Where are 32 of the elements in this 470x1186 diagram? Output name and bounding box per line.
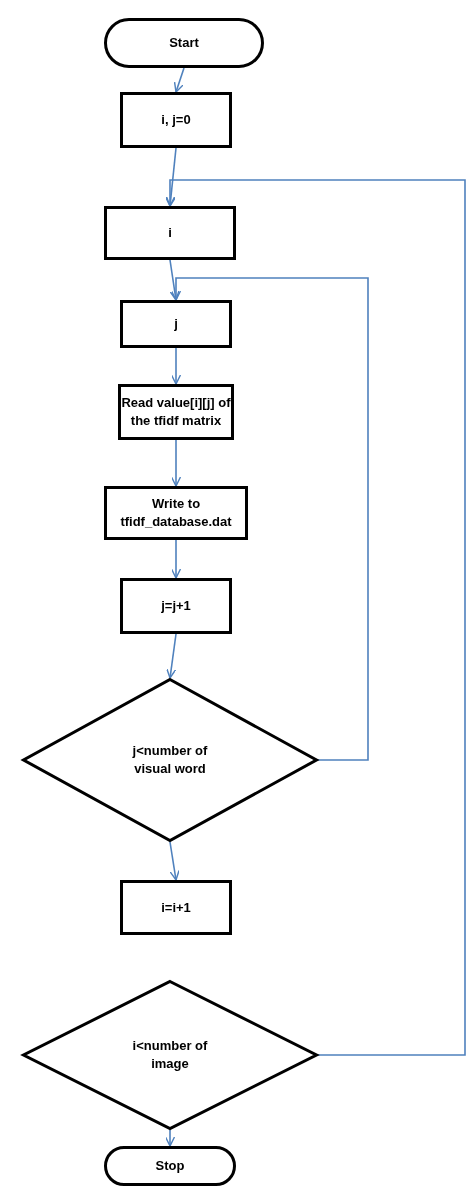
process-box (120, 300, 232, 348)
process-box (118, 384, 234, 440)
node-label: Stop (155, 1157, 185, 1175)
arrow (173, 67, 185, 93)
node-label: j=j+1 (161, 597, 191, 615)
process-box (120, 880, 232, 935)
arrow (164, 179, 466, 1056)
arrow (170, 539, 182, 579)
decision-diamond (22, 980, 318, 1130)
process-box (120, 578, 232, 634)
arrow (164, 1129, 176, 1147)
node-label: i=i+1 (161, 898, 191, 917)
terminal-shape (104, 18, 264, 68)
decision-diamond (22, 678, 318, 842)
arrow (170, 277, 369, 761)
node-label: Start (169, 34, 199, 52)
node-label: Write to tfidf_database.dat (119, 495, 233, 531)
node-label: i<number of image (131, 1037, 209, 1073)
arrow (169, 259, 180, 301)
arrow (169, 841, 180, 881)
arrow (170, 439, 182, 487)
arrow (170, 347, 182, 385)
process-box (104, 206, 236, 260)
process-box (104, 486, 248, 540)
node-label: i, j=0 (161, 111, 191, 129)
node-label: j (174, 315, 178, 333)
node-label: j<number of visual word (131, 742, 209, 778)
process-box (120, 92, 232, 148)
terminal-shape (104, 1146, 236, 1186)
arrow (166, 633, 177, 679)
node-label: Read value[i][j] of the tfidf matrix (121, 394, 231, 430)
node-label: i (168, 224, 172, 242)
